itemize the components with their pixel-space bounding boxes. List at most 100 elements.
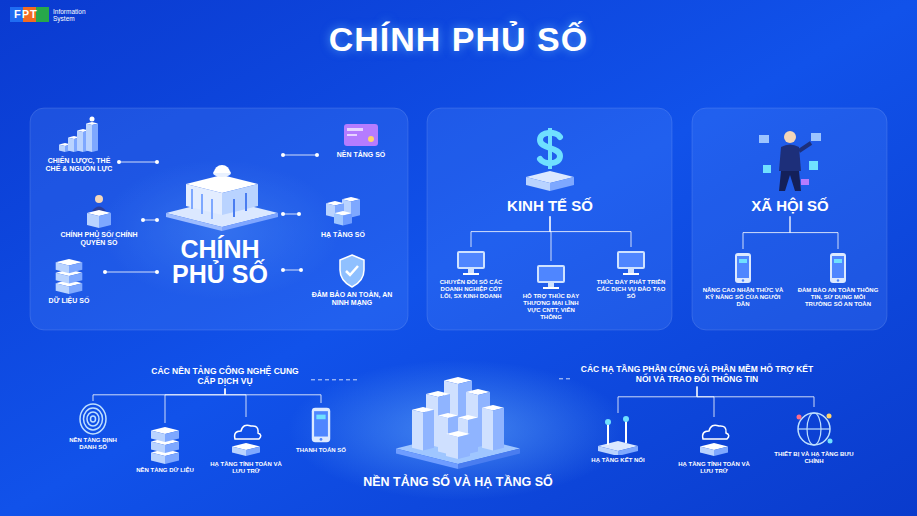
city-icon	[393, 373, 523, 473]
connector-dot	[155, 160, 159, 164]
cloud-icon	[691, 419, 737, 459]
globe-icon	[793, 409, 835, 449]
cubes-icon	[321, 189, 365, 229]
dollar-icon	[522, 125, 578, 195]
node-label: KINH TẾ SỐ	[507, 197, 593, 214]
item-node: THANH TOÁN SỐ	[292, 404, 350, 455]
phone-icon	[730, 251, 756, 285]
server-icon	[148, 425, 182, 465]
connector-line	[119, 162, 157, 163]
pillar-node: CHÍNH PHỦ SỐ/ CHÍNH QUYỀN SỐ	[56, 192, 142, 248]
logo-text: FPT	[14, 8, 48, 20]
node-label: DỮ LIỆU SỐ	[49, 297, 90, 305]
item-node: NỀN TẢNG DỮ LIỆU	[128, 424, 202, 475]
connector-dot	[103, 270, 107, 274]
connector-dot	[315, 153, 319, 157]
connector-dot	[297, 212, 301, 216]
group-heading: CÁC HẠ TẦNG PHẦN CỨNG VÀ PHẦN MỀM HỖ TRỢ…	[572, 364, 822, 386]
node-label: NÂNG CAO NHẬN THỨC VÀ KỸ NĂNG SỐ CỦA NGƯ…	[702, 287, 784, 308]
connector-line	[743, 216, 790, 249]
node-label: XÃ HỘI SỐ	[751, 197, 829, 214]
connector-line	[311, 379, 357, 380]
connector-line	[697, 387, 814, 408]
connector-line	[283, 214, 299, 215]
shield-icon	[337, 253, 367, 289]
city-glow	[288, 360, 628, 500]
hub-node: CHÍNH PHỦ SỐ	[158, 150, 282, 288]
connector-dot	[155, 218, 159, 222]
logo-mark	[10, 7, 49, 22]
node-label: HẠ TẦNG TÍNH TOÁN VÀ LƯU TRỮ	[208, 461, 284, 475]
item-node: HẠ TẦNG TÍNH TOÁN VÀ LƯU TRỮ	[206, 418, 286, 476]
item-node: NỀN TẢNG ĐỊNH DANH SỐ	[62, 402, 124, 452]
connector-dot	[141, 218, 145, 222]
group-heading: CÁC NỀN TẢNG CÔNG NGHỆ CUNG CẤP DỊCH VỤ	[140, 366, 310, 388]
node-label: CHUYỂN ĐỔI SỐ CÁC DOANH NGHIỆP CỐT LÕI, …	[436, 279, 506, 300]
node-label: HỖ TRỢ THÚC ĐẨY THƯƠNG MẠI LĨNH VỰC CNTT…	[516, 293, 586, 321]
connector-dot	[281, 153, 285, 157]
node-label: HẠ TẦNG KẾT NỐI	[591, 457, 644, 464]
pillar-node: CHIẾN LƯỢC, THỂ CHẾ & NGUỒN LỰC	[40, 114, 118, 174]
section-heading: XÃ HỘI SỐ	[730, 124, 850, 215]
page-title: CHÍNH PHỦ SỐ	[0, 20, 917, 59]
phone-icon	[306, 405, 336, 445]
node-label: CÁC HẠ TẦNG PHẦN CỨNG VÀ PHẦN MỀM HỖ TRỢ…	[574, 365, 820, 385]
pillar-node: ĐẢM BẢO AN TOÀN, AN NINH MẠNG	[302, 252, 402, 308]
monitor-icon	[534, 263, 568, 291]
node-label: HẠ TẦNG SỐ	[321, 231, 365, 239]
foundation-node: NỀN TẢNG SỐ VÀ HẠ TẦNG SỐ	[358, 372, 558, 490]
panel	[692, 108, 887, 330]
connector-line	[790, 216, 838, 249]
connector-dot	[281, 268, 285, 272]
item-node: CHUYỂN ĐỔI SỐ CÁC DOANH NGHIỆP CỐT LÕI, …	[434, 248, 508, 301]
panel	[30, 108, 408, 330]
person-icon	[755, 125, 825, 195]
node-label: CHÍNH PHỦ SỐ/ CHÍNH QUYỀN SỐ	[58, 231, 140, 247]
cloud-icon	[223, 419, 269, 459]
connector-line	[283, 270, 301, 271]
node-label: HẠ TẦNG TÍNH TOÁN VÀ LƯU TRỮ	[674, 461, 754, 475]
antenna-icon	[593, 415, 643, 455]
node-label: ĐẢM BẢO AN TOÀN, AN NINH MẠNG	[304, 291, 400, 307]
connector-line	[697, 387, 714, 418]
node-label: NỀN TẢNG SỐ	[337, 151, 386, 159]
connector-line	[225, 389, 246, 418]
node-label: THIẾT BỊ VÀ HẠ TẦNG BƯU CHÍNH	[768, 451, 860, 465]
finger-icon	[78, 403, 108, 435]
pillar-node: NỀN TẢNG SỐ	[318, 120, 404, 160]
node-label: THANH TOÁN SỐ	[296, 447, 346, 454]
stairs-icon	[57, 115, 101, 155]
connector-line	[143, 220, 157, 221]
node-label: NỀN TẢNG ĐỊNH DANH SỐ	[64, 437, 122, 451]
node-label: ĐẢM BẢO AN TOÀN THÔNG TIN, SỬ DỤNG MÔI T…	[797, 287, 879, 308]
logo-subtitle: Information System	[53, 8, 101, 22]
node-label: CÁC NỀN TẢNG CÔNG NGHỆ CUNG CẤP DỊCH VỤ	[142, 367, 308, 387]
connector-dot	[117, 160, 121, 164]
item-node: HẠ TẦNG TÍNH TOÁN VÀ LƯU TRỮ	[672, 418, 756, 476]
building-icon	[160, 151, 284, 235]
node-label: CHIẾN LƯỢC, THỂ CHẾ & NGUỒN LỰC	[42, 157, 116, 173]
node-label: NỀN TẢNG SỐ VÀ HẠ TẦNG SỐ	[363, 475, 553, 489]
connector-line	[165, 389, 225, 424]
node-label: CHÍNH PHỦ SỐ	[160, 237, 280, 287]
item-node: NÂNG CAO NHẬN THỨC VÀ KỸ NĂNG SỐ CỦA NGƯ…	[700, 250, 786, 309]
connector-line	[105, 272, 157, 273]
phone-icon	[825, 251, 851, 285]
connector-line	[225, 389, 321, 404]
connector-dot	[155, 270, 159, 274]
monitor-icon	[454, 249, 488, 277]
connector-line	[559, 378, 571, 379]
item-node: THÚC ĐẨY PHÁT TRIỂN CÁC DỊCH VỤ ĐÀO TẠO …	[594, 248, 668, 301]
node-label: THÚC ĐẨY PHÁT TRIỂN CÁC DỊCH VỤ ĐÀO TẠO …	[596, 279, 666, 300]
section-heading: KINH TẾ SỐ	[490, 124, 610, 215]
connector-dot	[281, 212, 285, 216]
connector-line	[471, 216, 550, 247]
item-node: THIẾT BỊ VÀ HẠ TẦNG BƯU CHÍNH	[766, 408, 862, 466]
item-node: HỖ TRỢ THÚC ĐẨY THƯƠNG MẠI LĨNH VỰC CNTT…	[514, 262, 588, 322]
pillar-node: DỮ LIỆU SỐ	[34, 256, 104, 306]
node-label: NỀN TẢNG DỮ LIỆU	[136, 467, 194, 474]
item-node: HẠ TẦNG KẾT NỐI	[576, 414, 660, 465]
